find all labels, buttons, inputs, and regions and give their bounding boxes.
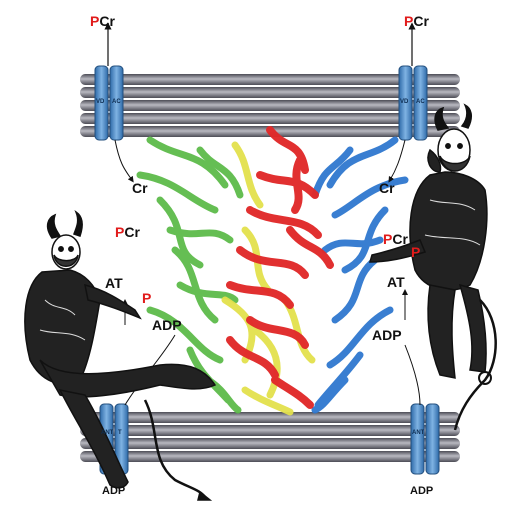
vd-left-label: VD [96, 99, 105, 105]
vd-right-label: VD [400, 99, 409, 105]
ac-right-label: AC [416, 99, 425, 105]
top-right-channel [388, 22, 428, 183]
ac-left-label: AC [112, 99, 121, 105]
bottom-right-channel [410, 403, 440, 475]
cr-left-label: Cr [132, 180, 148, 196]
pcr-mid-right-label: PCr [383, 231, 408, 247]
cr-right-label: Cr [379, 180, 395, 196]
pcr-top-right-label: PCr [404, 13, 429, 29]
pcr-top-left-label: PCr [90, 13, 115, 29]
at-right-label: AT [387, 274, 405, 290]
top-membrane [80, 74, 460, 137]
ant-left-label: ANT [101, 430, 114, 436]
left-devil-figure [24, 210, 217, 501]
adp-bottom-right-label: ADP [410, 485, 434, 497]
protein-blue-subunit [311, 136, 409, 414]
p-right-label: P [411, 244, 421, 260]
at-left-label: AT [105, 275, 123, 291]
pcr-mid-left-label: PCr [115, 224, 140, 240]
top-left-channel [94, 22, 134, 183]
adp-left-mid-label: ADP [152, 317, 182, 333]
t-left-label: T [118, 430, 122, 436]
adp-right-mid-label: ADP [372, 327, 402, 343]
bottom-membrane [80, 412, 460, 462]
ant-right-label: ANT [412, 430, 425, 436]
right-devil-figure [369, 103, 497, 431]
adp-bottom-left-label: ADP [102, 485, 126, 497]
p-left-label: P [142, 290, 152, 306]
protein-red-subunit [226, 126, 334, 409]
